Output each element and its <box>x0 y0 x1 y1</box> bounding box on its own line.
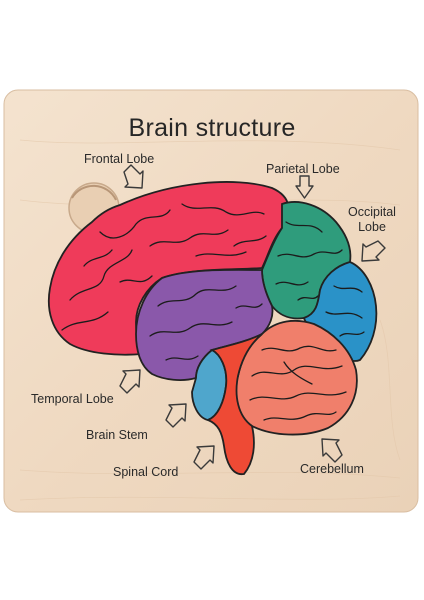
cerebellum-arrow-icon <box>321 438 343 463</box>
brain-stem-arrow-icon <box>165 403 187 428</box>
cerebellum-folds <box>249 345 347 421</box>
temporal-lobe-label: Temporal Lobe <box>31 392 114 406</box>
frontal-lobe-piece[interactable] <box>47 181 290 356</box>
occipital-arrow-icon <box>361 240 386 262</box>
brain-stem-label: Brain Stem <box>86 428 148 442</box>
spinal-cord-arrow-icon <box>193 445 215 470</box>
occipital-label-line1: Occipital <box>348 205 396 219</box>
puzzle-title: Brain structure <box>128 114 296 142</box>
temporal-lobe-folds <box>149 285 263 361</box>
temporal-arrow-icon <box>119 369 141 394</box>
frontal-lobe-label: Frontal Lobe <box>84 152 155 166</box>
occipital-lobe-folds <box>325 285 365 337</box>
occipital-lobe-label: Occipital Lobe <box>340 205 404 235</box>
spinal-cord-label: Spinal Cord <box>113 465 179 479</box>
parietal-lobe-folds <box>275 221 343 301</box>
frontal-arrow-icon <box>123 164 144 189</box>
spinal-cord-piece[interactable] <box>205 333 263 475</box>
frontal-lobe-folds <box>61 203 267 331</box>
parietal-arrow-icon <box>295 175 314 199</box>
occipital-label-line2: Lobe <box>358 220 386 234</box>
finger-hole-shadow <box>71 184 117 201</box>
label-arrows <box>119 164 386 470</box>
cerebellum-label: Cerebellum <box>300 462 364 476</box>
parietal-lobe-label: Parietal Lobe <box>266 162 340 176</box>
